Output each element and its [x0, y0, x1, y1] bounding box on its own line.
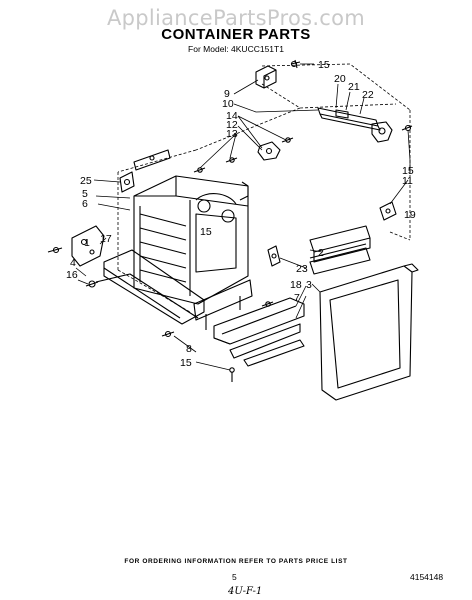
callout-11: 11 — [402, 175, 413, 187]
callout-1: 1 — [84, 237, 90, 249]
page-number: 5 — [232, 572, 237, 582]
callout-13: 13 — [226, 128, 238, 140]
screw — [85, 280, 99, 288]
door-hinge — [379, 201, 397, 221]
callout-14: 14 — [226, 110, 238, 122]
callout-12: 12 — [226, 119, 238, 131]
slide-rail — [95, 249, 205, 325]
screw — [193, 137, 294, 173]
front-panel — [213, 297, 305, 359]
side-bracket — [119, 149, 171, 193]
callout-10: 10 — [222, 98, 234, 110]
callout-15-bottom: 15 — [180, 357, 192, 369]
callout-19: 19 — [404, 209, 416, 221]
callout-labels: 15 9 10 20 21 22 14 12 13 15 11 25 5 6 1… — [66, 59, 416, 369]
callout-22: 22 — [362, 89, 374, 101]
base-frame — [193, 279, 253, 330]
callout-3: 3 — [306, 279, 312, 291]
callout-4: 4 — [70, 257, 76, 269]
door-handle — [309, 225, 371, 275]
document-code: 4154148 — [410, 572, 444, 582]
callout-6: 6 — [82, 198, 88, 210]
door-gasket — [319, 263, 419, 401]
callout-15-tub: 15 — [200, 226, 212, 238]
screw — [47, 246, 63, 254]
callout-25: 25 — [80, 175, 92, 187]
ordering-note: FOR ORDERING INFORMATION REFER TO PARTS … — [124, 558, 348, 565]
screw — [290, 59, 301, 69]
callout-21: 21 — [348, 81, 360, 93]
callout-15-top: 15 — [318, 59, 330, 71]
screw — [401, 124, 413, 132]
callout-20: 20 — [334, 73, 346, 85]
hinge-clip — [267, 245, 281, 267]
callout-2: 2 — [318, 247, 324, 259]
callout-7: 7 — [294, 292, 300, 304]
diagram-title: CONTAINER PARTS — [161, 26, 311, 43]
callout-17: 17 — [100, 233, 112, 245]
screw — [161, 301, 274, 382]
callout-18: 18 — [290, 279, 302, 291]
top-bracket — [255, 65, 277, 89]
hinge-rail — [317, 107, 393, 143]
callout-16: 16 — [66, 269, 78, 281]
handwritten-note: 4U-F-1 — [228, 586, 263, 597]
container-tub — [133, 175, 249, 305]
callout-8: 8 — [186, 343, 192, 355]
latch-plate — [71, 225, 105, 267]
callout-15-right: 15 — [402, 165, 414, 177]
assembly-guide-lines — [117, 63, 411, 313]
callout-5: 5 — [82, 188, 88, 200]
model-number: For Model: 4KUCC151T1 — [188, 44, 284, 54]
callout-9: 9 — [224, 88, 230, 100]
hinge-bracket — [257, 141, 281, 161]
kick-plate — [243, 339, 305, 367]
callout-23: 23 — [296, 263, 308, 275]
leader-lines — [75, 63, 411, 371]
watermark: AppliancePartsPros.com — [106, 6, 366, 30]
